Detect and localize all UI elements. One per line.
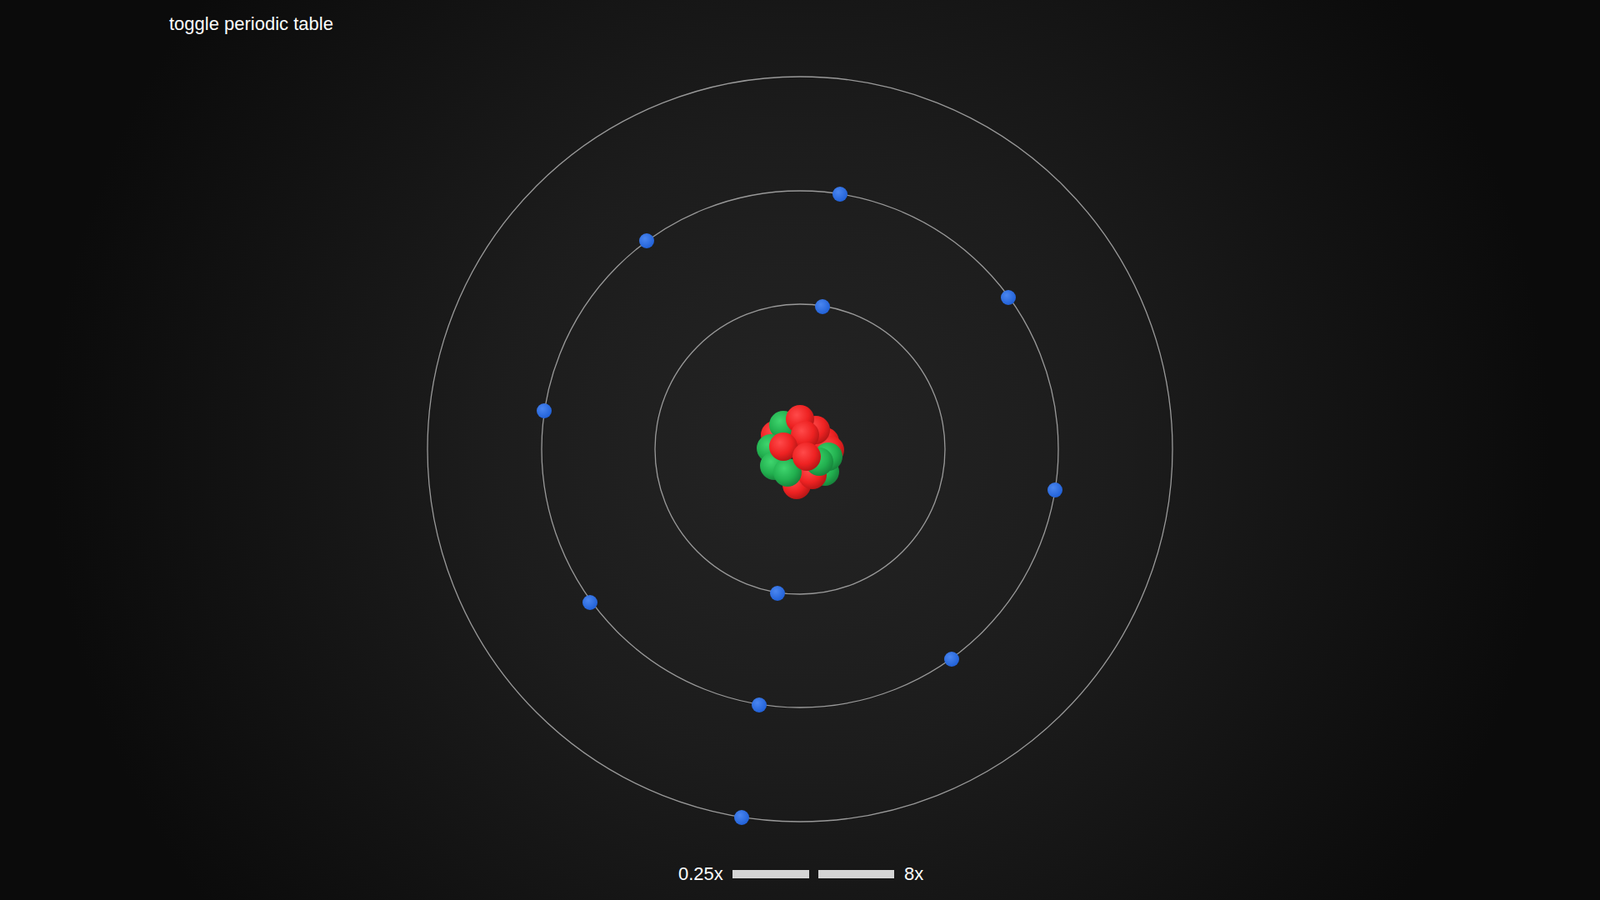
speed-slider-left bbox=[732, 870, 810, 879]
orbit-rings bbox=[427, 76, 1173, 822]
speed-min-label: 0.25x bbox=[678, 865, 724, 884]
electrons bbox=[536, 186, 1063, 825]
speed-slider-right bbox=[818, 870, 895, 879]
toggle-button: toggle periodic table bbox=[169, 15, 334, 34]
speed-max-label: 8x bbox=[904, 865, 924, 884]
nucleus bbox=[756, 405, 845, 500]
